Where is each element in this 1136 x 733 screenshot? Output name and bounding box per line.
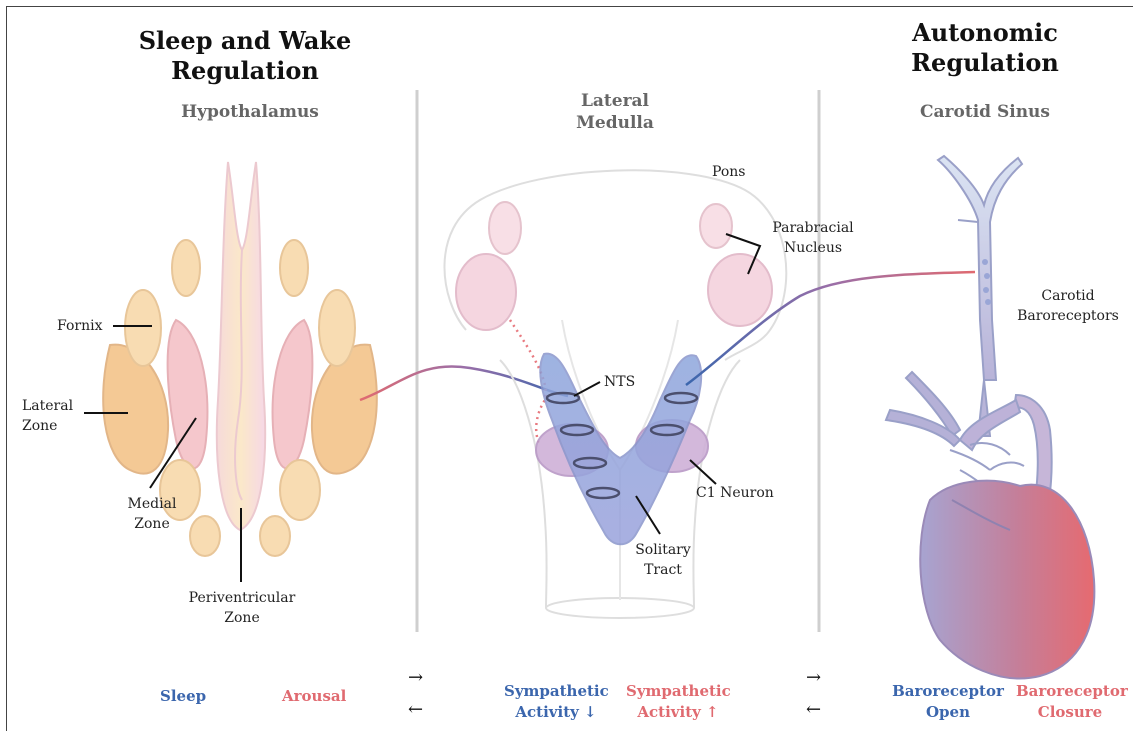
medial-zone-right: [271, 318, 314, 470]
parabracial-right: [707, 253, 773, 327]
connection-nts-carotid: [685, 270, 976, 387]
label-carotid-baroreceptors: Carotid Baroreceptors: [1017, 288, 1119, 324]
figure-frame: [6, 6, 1133, 731]
label-solitary-tract: Solitary Tract: [635, 542, 691, 578]
panel-title-hypothalamus: Hypothalamus: [181, 102, 319, 122]
title-autonomic: Autonomic Regulation: [911, 18, 1059, 77]
medulla-diagram: [443, 169, 788, 619]
label-nts: NTS: [604, 374, 636, 390]
label-parabracial-nucleus: Parabracial Nucleus: [772, 220, 854, 256]
carotid-artery: [936, 154, 1024, 381]
parabracial-left: [455, 253, 517, 331]
panel-title-carotid-sinus: Carotid Sinus: [920, 102, 1050, 122]
title-sleep-wake: Sleep and Wake Regulation: [138, 26, 352, 85]
legend-baroreceptor-closure: Baroreceptor Closure: [1016, 682, 1128, 721]
arrow-left-2: ←: [806, 699, 822, 720]
pons-outline: [443, 169, 788, 361]
arrow-right-2: →: [806, 667, 822, 688]
label-medial-zone: Medial Zone: [127, 496, 177, 532]
fornix-right: [318, 289, 356, 367]
fornix-left: [124, 289, 162, 367]
label-pons: Pons: [712, 164, 746, 180]
label-lateral-zone: Lateral Zone: [22, 398, 74, 434]
heart: [919, 479, 1096, 680]
solitary-tract-shape: [539, 352, 703, 546]
legend-sympathetic-down: Sympathetic Activity ↓: [504, 682, 609, 721]
carotid-heart-diagram: [884, 154, 1096, 680]
connection-hypothalamus-nts: [359, 365, 569, 402]
label-periventricular-zone: Periventricular Zone: [188, 590, 296, 626]
legend-sleep: Sleep: [160, 687, 207, 705]
arrow-right-1: →: [408, 667, 424, 688]
medial-zone-left: [166, 318, 209, 470]
hypothalamus-diagram: [84, 161, 378, 582]
legend-sympathetic-up: Sympathetic Activity ↑: [626, 682, 731, 721]
legend-baroreceptor-open: Baroreceptor Open: [892, 682, 1004, 721]
arrow-left-1: ←: [408, 699, 424, 720]
label-fornix: Fornix: [57, 318, 103, 334]
legend-arousal: Arousal: [282, 687, 347, 705]
label-c1-neuron: C1 Neuron: [696, 485, 774, 501]
panel-title-lateral-medulla: Lateral Medulla: [576, 91, 654, 133]
